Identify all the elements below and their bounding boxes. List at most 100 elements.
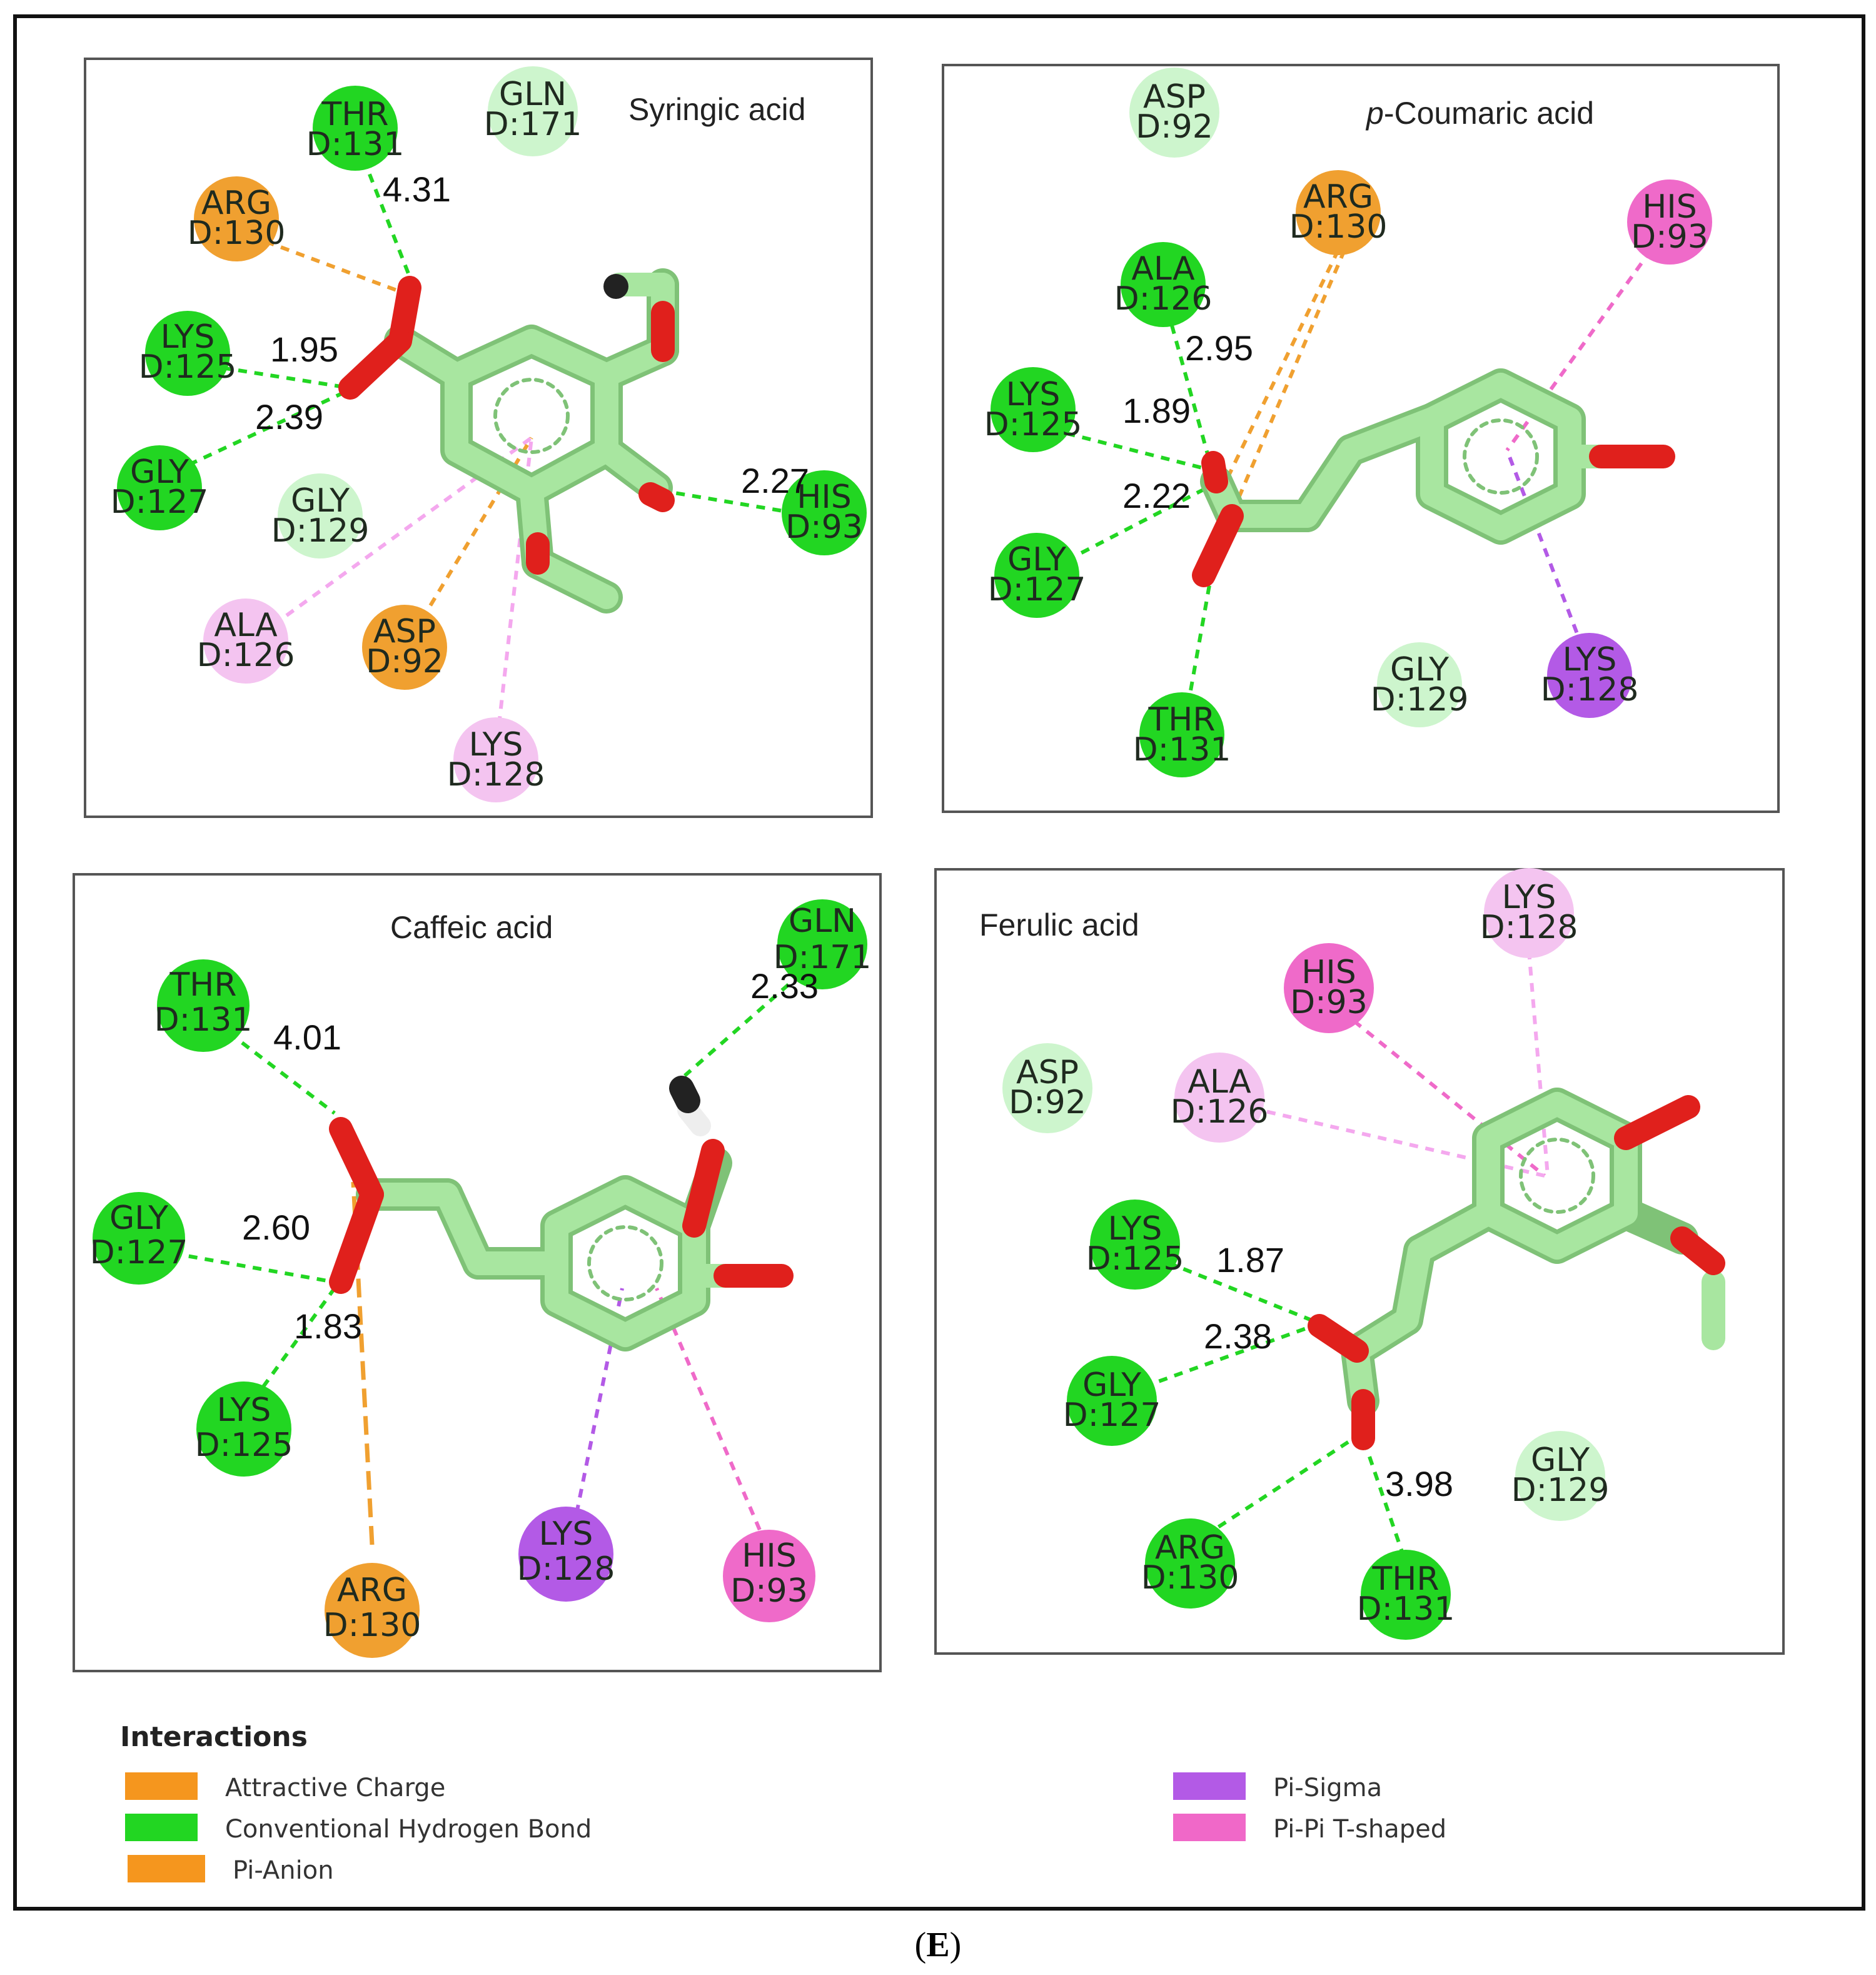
residue-name: LYS (1563, 641, 1617, 679)
residue: ASP D:92 (1002, 1043, 1092, 1133)
residue: HIS D:93 (1284, 943, 1374, 1033)
pisigma-line (575, 1288, 624, 1514)
residue-disc-hbond (1145, 1518, 1235, 1609)
residue-name: LYS (161, 318, 215, 356)
molecule-coumaric (1192, 368, 1675, 587)
residue: THR D:131 (154, 959, 252, 1052)
distance-label: 4.31 (383, 169, 451, 209)
residue-name: ASP (1143, 78, 1206, 116)
pipi-line (1505, 249, 1653, 452)
residue-id: D:92 (366, 643, 443, 680)
residue-id: D:130 (1289, 208, 1388, 246)
residue: HIS D:93 (1627, 179, 1712, 265)
distance-label: 2.22 (1122, 476, 1191, 515)
residue-disc-weak (1377, 642, 1462, 727)
residue: GLY D:129 (1511, 1431, 1609, 1521)
residue-name: GLY (1082, 1366, 1141, 1404)
residue: ASP D:92 (1129, 68, 1219, 158)
caption-paren-open: ( (915, 1926, 927, 1964)
residue-name: ASP (1016, 1054, 1079, 1091)
residue-id: D:127 (111, 483, 209, 521)
residue-name: LYS (217, 1392, 271, 1429)
residue-disc-pipi (723, 1530, 815, 1622)
residue: LYS D:125 (139, 311, 236, 396)
panel-syringic: Syringic acid (84, 58, 873, 818)
distance-label: 2.38 (1204, 1316, 1272, 1356)
residue-name: THR (1148, 701, 1216, 739)
residue-id: D:92 (1136, 108, 1213, 146)
residue-disc-hbond (991, 367, 1076, 452)
residue-id: D:128 (1480, 909, 1578, 946)
panel-title: Ferulic acid (979, 907, 1139, 942)
panel-ferulic: Ferulic acid (934, 868, 1785, 1655)
hbond-line (1361, 1438, 1406, 1558)
residue-name: GLY (1390, 651, 1449, 689)
residue-name: THR (1372, 1560, 1440, 1598)
residue: GLY D:129 (1371, 642, 1468, 727)
residue-disc-hbond (1139, 692, 1224, 777)
residue-disc-weak (1515, 1431, 1605, 1521)
residue-name: ASP (373, 613, 436, 650)
residue-name: GLY (1531, 1442, 1590, 1479)
residue-name: GLY (1007, 541, 1066, 578)
residue-id: D:171 (774, 939, 872, 976)
residue-id: D:93 (1631, 218, 1708, 256)
residue-disc-alkyl (1484, 868, 1574, 958)
residue-disc-weak (1129, 68, 1219, 158)
legend-swatch-attractive-charge (125, 1772, 198, 1800)
distance-label: 2.60 (242, 1208, 310, 1247)
interaction-lines (1034, 249, 1653, 723)
legend-label: Pi-Pi T-shaped (1273, 1815, 1446, 1844)
residue-disc-hbond (1121, 242, 1206, 327)
residue: ARG D:130 (188, 176, 286, 261)
residue-id: D:126 (1114, 280, 1213, 318)
legend-swatch-pi-sigma (1173, 1772, 1246, 1800)
residue-disc-hbond (117, 445, 202, 530)
panel-title: Caffeic acid (390, 910, 553, 945)
panel-title: Syringic acid (628, 92, 805, 127)
charge-line (234, 228, 408, 296)
distance-label: 1.95 (270, 330, 338, 369)
caption-paren-close: ) (950, 1926, 962, 1964)
residue: GLY D:127 (1063, 1356, 1161, 1446)
title-italic-part: p (1365, 96, 1384, 131)
residue-id: D:93 (1290, 984, 1368, 1021)
hbond-line (1161, 293, 1212, 463)
residue: ALA D:126 (197, 599, 295, 684)
hbond-line (683, 961, 814, 1078)
residue-disc-hbond (93, 1192, 185, 1285)
residue-id: D:125 (984, 406, 1082, 443)
distance-label: 2.27 (741, 461, 809, 500)
distance-label: 2.33 (750, 966, 819, 1006)
residue: GLN D:171 (484, 66, 582, 156)
caption-letter: E (926, 1926, 949, 1964)
residue-id: D:130 (188, 215, 286, 252)
residue: GLY D:127 (90, 1192, 188, 1285)
alkyl-line (1527, 950, 1550, 1176)
residue-name: ALA (1131, 250, 1195, 288)
panel-caffeic: Caffeic acid (73, 873, 882, 1672)
panel-coumaric: p-Coumaric acid (942, 64, 1780, 813)
residue-id: D:171 (484, 106, 582, 143)
residue: HIS D:93 (723, 1530, 815, 1622)
residue-name: THR (169, 966, 237, 1004)
residue-id: D:127 (1063, 1397, 1161, 1434)
residue-id: D:131 (1133, 731, 1231, 769)
residue: ASP D:92 (362, 605, 447, 690)
residue-name: ALA (214, 607, 278, 644)
molecule-syringic (338, 268, 679, 614)
residue-name: ARG (337, 1572, 407, 1609)
hbond-line (202, 1011, 336, 1115)
residue-name: LYS (1108, 1210, 1162, 1248)
residue-name: LYS (469, 726, 523, 764)
residue-id: D:129 (271, 512, 370, 550)
residue-id: D:131 (1357, 1590, 1455, 1628)
residue-disc-charge (325, 1563, 420, 1658)
residue-id: D:130 (323, 1607, 421, 1644)
distance-label: 1.87 (1216, 1240, 1284, 1280)
residue-name: GLY (109, 1200, 168, 1237)
residue: GLN D:171 (774, 899, 872, 989)
residue: ARG D:130 (1289, 170, 1388, 255)
residue-disc-charge (194, 176, 279, 261)
residue: LYS D:128 (517, 1507, 615, 1602)
